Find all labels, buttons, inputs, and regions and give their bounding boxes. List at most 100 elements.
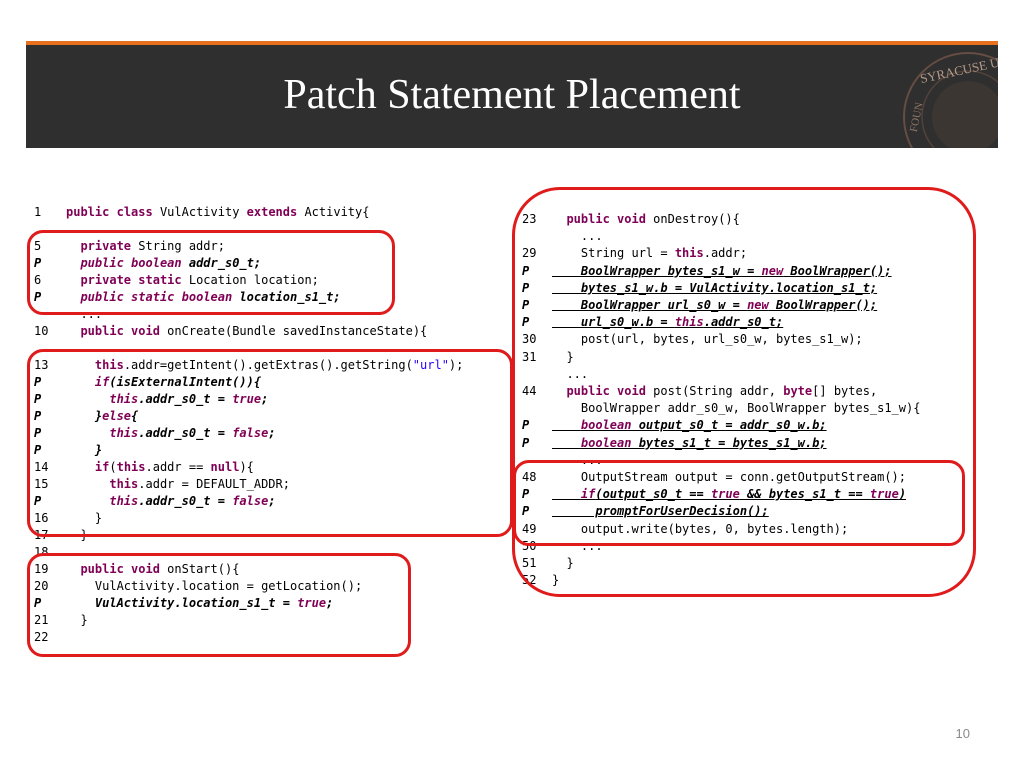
line-number: 20: [34, 579, 49, 593]
line-number: P: [34, 426, 42, 440]
code-text: public void onDestroy(){: [566, 212, 740, 226]
line-number: 29: [522, 246, 537, 261]
right-line: ...: [522, 452, 972, 469]
left-line: 6 private static Location location;: [34, 272, 514, 289]
code-text: private static Location location;: [80, 273, 319, 287]
patch-statement: VulActivity.location_s1_t = true;: [66, 596, 334, 610]
patch-statement: bytes_s1_w.b = VulActivity.location_s1_t…: [552, 280, 878, 295]
code-text: private String addr;: [80, 239, 225, 253]
right-line: 30 post(url, bytes, url_s0_w, bytes_s1_w…: [522, 331, 972, 348]
patch-statement: public static boolean location_s1_t;: [80, 290, 341, 304]
line-number: P: [34, 256, 42, 270]
patch-statement: url_s0_w.b = this.addr_s0_t;: [552, 315, 784, 330]
line-number: P: [34, 409, 42, 423]
patch-statement: if(isExternalIntent()){: [94, 375, 262, 389]
line-number: P: [522, 263, 530, 278]
slide-title: Patch Statement Placement: [283, 72, 741, 118]
line-number: 14: [34, 460, 49, 474]
right-code-listing: 23 public void onDestroy(){ ...29 String…: [522, 211, 972, 591]
code-text: public class VulActivity extends Activit…: [66, 205, 370, 219]
patch-statement: this.addr_s0_t = false;: [109, 426, 276, 440]
line-number: P: [34, 494, 42, 508]
line-number: P: [522, 298, 530, 312]
line-number: 15: [34, 477, 49, 491]
right-line: 29 String url = this.addr;: [522, 245, 972, 262]
highlight-box-oncreate: [27, 349, 513, 537]
line-number: 22: [34, 630, 49, 644]
left-line: 19 public void onStart(){: [34, 561, 514, 578]
line-number: 44: [522, 384, 537, 398]
right-line: P bytes_s1_w.b = VulActivity.location_s1…: [522, 280, 972, 297]
highlight-box-ondestroy-post: [512, 187, 976, 597]
code-text: String url = this.addr;: [552, 246, 748, 261]
highlight-box-output-check: [513, 460, 965, 546]
svg-text:SYRACUSE U: SYRACUSE U: [919, 54, 998, 86]
right-line: P BoolWrapper url_s0_w = new BoolWrapper…: [522, 297, 972, 314]
line-number: P: [522, 504, 530, 519]
patch-statement: }: [66, 443, 103, 457]
line-number: P: [34, 290, 42, 304]
left-line: P if(isExternalIntent()){: [34, 374, 514, 391]
patch-statement: promptForUserDecision();: [552, 504, 769, 519]
patch-statement: boolean bytes_s1_t = bytes_s1_w.b;: [580, 435, 827, 450]
left-line: P public boolean addr_s0_t;: [34, 255, 514, 272]
right-line: 31 }: [522, 349, 972, 366]
slide-header: Patch Statement Placement SYRACUSE U FOU…: [26, 45, 998, 148]
code-text: public void onStart(){: [80, 562, 240, 576]
line-number: 21: [34, 613, 49, 627]
line-number: P: [522, 435, 530, 450]
line-number: P: [34, 375, 42, 389]
left-line: P }: [34, 442, 514, 459]
code-text: public void post(String addr, byte[] byt…: [566, 384, 878, 398]
code-text: }: [552, 556, 574, 570]
code-text: this.addr=getIntent().getExtras().getStr…: [94, 358, 464, 372]
left-line: P this.addr_s0_t = true;: [34, 391, 514, 408]
code-text: public void onCreate(Bundle savedInstanc…: [80, 324, 428, 338]
left-line: 22: [34, 629, 514, 646]
line-number: 30: [522, 332, 537, 347]
line-number: P: [522, 418, 530, 433]
line-number: P: [522, 487, 530, 502]
line-number: 6: [34, 273, 42, 287]
left-line: P VulActivity.location_s1_t = true;: [34, 595, 514, 612]
code-text: }: [66, 511, 103, 525]
code-text: BoolWrapper addr_s0_w, BoolWrapper bytes…: [552, 401, 921, 416]
university-seal-logo: SYRACUSE U FOUN: [880, 45, 998, 148]
patch-statement: boolean output_s0_t = addr_s0_w.b;: [580, 418, 827, 433]
right-line: 49 output.write(bytes, 0, bytes.length);: [522, 521, 972, 538]
patch-statement: if(output_s0_t == true && bytes_s1_t == …: [580, 487, 907, 502]
right-line: 44 public void post(String addr, byte[] …: [522, 383, 972, 400]
code-text: ...: [552, 229, 603, 244]
line-number: P: [34, 596, 42, 610]
line-number: P: [34, 443, 42, 457]
line-number: P: [522, 315, 530, 330]
left-line: 20 VulActivity.location = getLocation();: [34, 578, 514, 595]
patch-statement: this.addr_s0_t = true;: [109, 392, 269, 406]
line-number: P: [34, 392, 42, 406]
right-line: P BoolWrapper bytes_s1_w = new BoolWrapp…: [522, 263, 972, 280]
line-number: 5: [34, 239, 42, 253]
right-line: P boolean output_s0_t = addr_s0_w.b;: [522, 417, 972, 434]
left-line: 14 if(this.addr == null){: [34, 459, 514, 476]
left-line: 15 this.addr = DEFAULT_ADDR;: [34, 476, 514, 493]
right-line: P url_s0_w.b = this.addr_s0_t;: [522, 314, 972, 331]
code-text: }: [66, 613, 88, 627]
page-number: 10: [955, 726, 970, 741]
right-line: P promptForUserDecision();: [522, 503, 972, 520]
line-number: 10: [34, 324, 49, 338]
code-text: }: [552, 349, 574, 364]
highlight-box-fields: [27, 230, 395, 315]
left-line: 21 }: [34, 612, 514, 629]
line-number: P: [522, 280, 530, 295]
left-line: 5 private String addr;: [34, 238, 514, 255]
patch-statement: this.addr_s0_t = false;: [109, 494, 276, 508]
highlight-box-onstart: [27, 553, 411, 657]
patch-statement: BoolWrapper bytes_s1_w = new BoolWrapper…: [552, 263, 892, 278]
code-text: post(url, bytes, url_s0_w, bytes_s1_w);: [552, 332, 863, 347]
code-text: this.addr = DEFAULT_ADDR;: [109, 477, 290, 491]
left-line: P }else{: [34, 408, 514, 425]
patch-statement: public boolean addr_s0_t;: [80, 256, 262, 270]
code-text: VulActivity.location = getLocation();: [66, 579, 363, 593]
